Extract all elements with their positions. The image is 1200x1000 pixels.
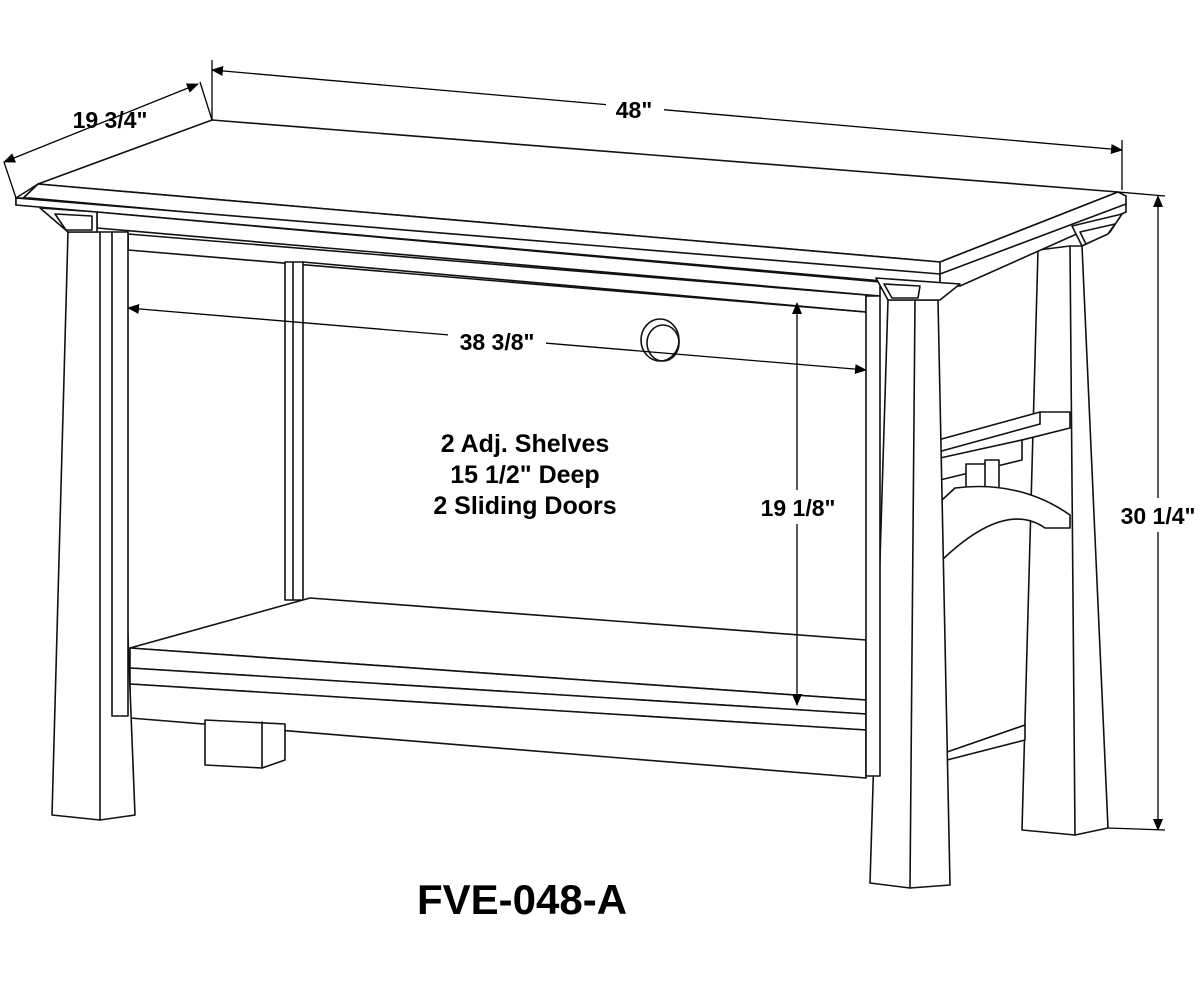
dim-inner-height-label: 19 1/8" <box>761 495 836 521</box>
note-depth: 15 1/2" Deep <box>450 461 599 489</box>
back-right-corbel <box>1071 213 1123 247</box>
table-top <box>15 119 1127 287</box>
dim-depth-line <box>3 83 199 163</box>
front-left-leg <box>39 207 136 821</box>
back-right-leg <box>1021 245 1109 836</box>
back-divider <box>284 261 304 601</box>
dim-width-line <box>211 65 1123 155</box>
dim-width-label: 48" <box>616 97 653 123</box>
side-rails <box>937 411 1071 761</box>
dim-height-label: 30 1/4" <box>1121 503 1196 529</box>
note-doors: 2 Sliding Doors <box>433 492 616 520</box>
bottom-shelf <box>129 597 867 779</box>
dim-inner-width-label: 38 3/8" <box>460 329 535 355</box>
inner-width-label-mask <box>448 326 546 358</box>
dim-depth-label: 19 3/4" <box>73 107 148 133</box>
front-right-leg <box>865 277 961 889</box>
cable-hole <box>640 318 680 362</box>
back-left-foot <box>204 719 286 769</box>
model-number: FVE-048-A <box>417 876 627 923</box>
feature-notes: 2 Adj. Shelves 15 1/2" Deep 2 Sliding Do… <box>433 430 616 520</box>
height-label-mask <box>1112 498 1200 532</box>
note-shelves: 2 Adj. Shelves <box>441 430 610 458</box>
width-label-mask <box>606 92 664 126</box>
inner-height-label-mask <box>752 490 844 524</box>
back-top-edge <box>302 261 867 313</box>
